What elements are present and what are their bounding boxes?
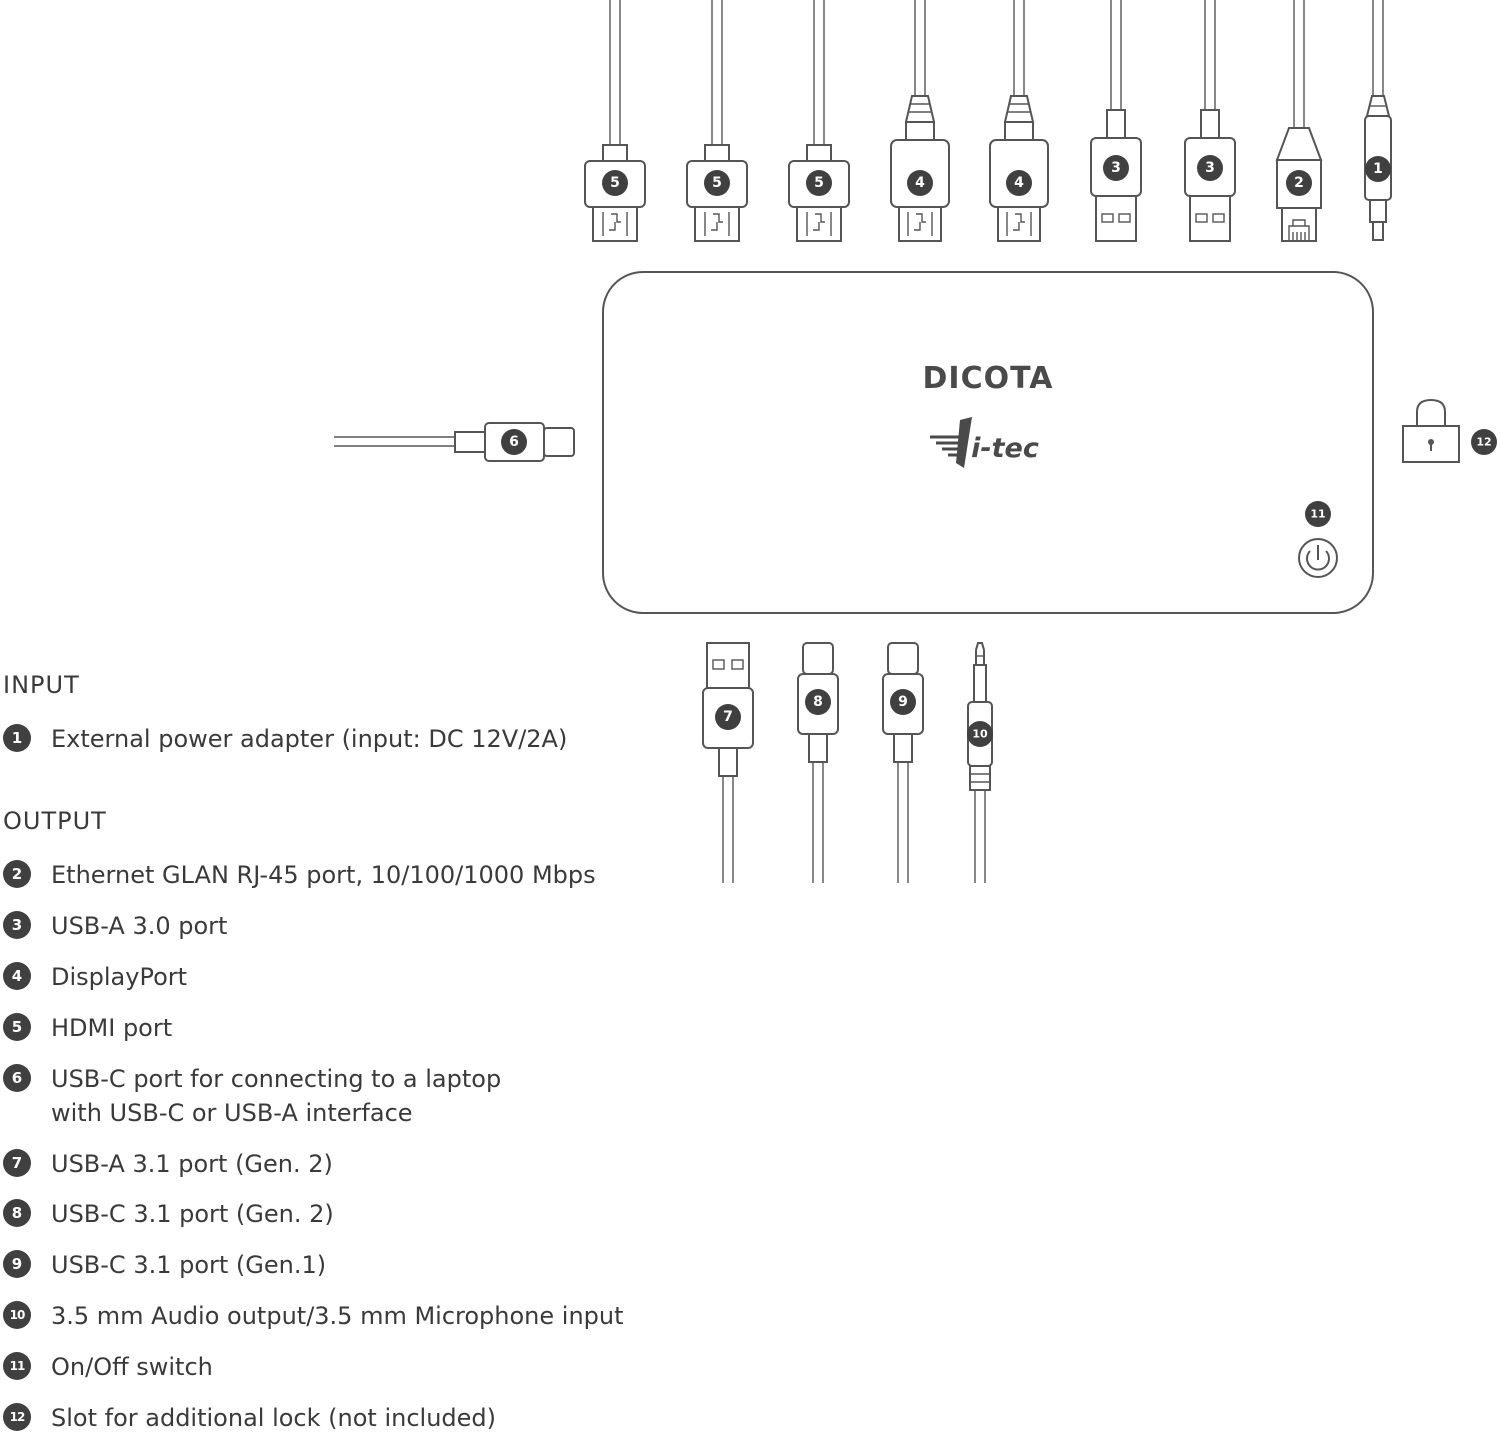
legend-text: USB-A 3.1 port (Gen. 2) bbox=[51, 1150, 333, 1178]
displayport-connector bbox=[989, 0, 1049, 242]
svg-text:7: 7 bbox=[723, 709, 733, 725]
dock-body bbox=[602, 271, 1374, 614]
legend-text: DisplayPort bbox=[51, 963, 188, 991]
badge-1: 1 bbox=[1365, 156, 1391, 182]
svg-text:4: 4 bbox=[1014, 175, 1024, 191]
legend-item: 3 USB-A 3.0 port bbox=[3, 909, 227, 943]
badge-3: 3 bbox=[1103, 155, 1129, 181]
legend-number: 12 bbox=[3, 1403, 31, 1431]
legend-item: 12 Slot for additional lock (not include… bbox=[3, 1401, 496, 1435]
legend-item: 4 DisplayPort bbox=[3, 960, 187, 994]
legend-number: 10 bbox=[3, 1301, 31, 1329]
usb-a-connector bbox=[1090, 0, 1142, 242]
badge-6: 6 bbox=[501, 429, 527, 455]
audio-jack-connector bbox=[967, 642, 993, 883]
svg-text:12: 12 bbox=[1476, 436, 1491, 449]
badge-3: 3 bbox=[1197, 155, 1223, 181]
badge-5: 5 bbox=[704, 170, 730, 196]
badge-2: 2 bbox=[1286, 170, 1312, 196]
svg-text:10: 10 bbox=[972, 728, 988, 741]
badge-5: 5 bbox=[602, 170, 628, 196]
usb-c-laptop-connector bbox=[334, 422, 575, 462]
output-heading: OUTPUT bbox=[3, 807, 107, 835]
svg-text:5: 5 bbox=[712, 175, 722, 191]
usb-c-connector bbox=[882, 642, 924, 883]
legend-text: On/Off switch bbox=[51, 1353, 213, 1381]
legend-item: 8 USB-C 3.1 port (Gen. 2) bbox=[3, 1197, 334, 1231]
usb-a-connector bbox=[702, 642, 754, 883]
itec-logo: i-tec bbox=[930, 417, 1039, 468]
legend-text: 3.5 mm Audio output/3.5 mm Microphone in… bbox=[51, 1302, 624, 1330]
legend-item: 5 HDMI port bbox=[3, 1011, 172, 1045]
svg-text:5: 5 bbox=[814, 175, 824, 191]
lock-icon bbox=[1402, 398, 1460, 463]
legend-number: 5 bbox=[3, 1013, 31, 1041]
legend-item: 2 Ethernet GLAN RJ-45 port, 10/100/1000 … bbox=[3, 858, 596, 892]
legend-text: HDMI port bbox=[51, 1014, 173, 1042]
hdmi-connector bbox=[686, 0, 748, 242]
usb-c-connector bbox=[797, 642, 839, 883]
legend-text: USB-C port for connecting to a laptop wi… bbox=[51, 1065, 502, 1127]
svg-text:4: 4 bbox=[915, 175, 925, 191]
legend-item: 11 On/Off switch bbox=[3, 1350, 213, 1384]
legend-number: 2 bbox=[3, 860, 31, 888]
badge-7: 7 bbox=[715, 704, 741, 730]
badge-12: 12 bbox=[1471, 429, 1497, 455]
usb-a-connector bbox=[1184, 0, 1236, 242]
legend-item: 10 3.5 mm Audio output/3.5 mm Microphone… bbox=[3, 1299, 624, 1333]
displayport-connector bbox=[890, 0, 950, 242]
legend-number: 6 bbox=[3, 1064, 31, 1092]
badge-4: 4 bbox=[907, 170, 933, 196]
badge-9: 9 bbox=[890, 689, 916, 715]
legend-text: USB-C 3.1 port (Gen.1) bbox=[51, 1251, 327, 1279]
legend-number: 8 bbox=[3, 1199, 31, 1227]
hdmi-connector bbox=[584, 0, 646, 242]
legend-item: 1 External power adapter (input: DC 12V/… bbox=[3, 722, 567, 756]
input-heading: INPUT bbox=[3, 671, 80, 699]
legend-text: Slot for additional lock (not included) bbox=[51, 1404, 496, 1432]
dc-power-connector bbox=[1364, 0, 1392, 241]
svg-text:2: 2 bbox=[1294, 175, 1304, 191]
legend-number: 9 bbox=[3, 1250, 31, 1278]
legend-number: 4 bbox=[3, 962, 31, 990]
badge-8: 8 bbox=[805, 689, 831, 715]
badge-4: 4 bbox=[1006, 170, 1032, 196]
legend-item: 7 USB-A 3.1 port (Gen. 2) bbox=[3, 1147, 333, 1181]
hdmi-connector bbox=[788, 0, 850, 242]
legend-number: 11 bbox=[3, 1352, 31, 1380]
svg-text:6: 6 bbox=[509, 434, 519, 450]
svg-text:5: 5 bbox=[610, 175, 620, 191]
legend-number: 7 bbox=[3, 1149, 31, 1177]
legend-number: 3 bbox=[3, 911, 31, 939]
badge-10: 10 bbox=[967, 721, 993, 747]
dicota-logo: DICOTA bbox=[923, 361, 1054, 396]
svg-text:i-tec: i-tec bbox=[971, 433, 1039, 464]
svg-text:3: 3 bbox=[1205, 160, 1215, 176]
svg-text:8: 8 bbox=[813, 694, 823, 710]
svg-text:1: 1 bbox=[1373, 161, 1383, 177]
legend-item: 6 USB-C port for connecting to a laptop … bbox=[3, 1062, 501, 1130]
legend-item: 9 USB-C 3.1 port (Gen.1) bbox=[3, 1248, 326, 1282]
legend-text: External power adapter (input: DC 12V/2A… bbox=[51, 725, 568, 753]
legend-text: USB-A 3.0 port bbox=[51, 912, 228, 940]
legend-text: USB-C 3.1 port (Gen. 2) bbox=[51, 1200, 334, 1228]
power-icon[interactable] bbox=[1298, 538, 1338, 578]
svg-text:9: 9 bbox=[898, 694, 908, 710]
ethernet-connector bbox=[1275, 0, 1323, 242]
svg-text:11: 11 bbox=[1310, 508, 1325, 521]
svg-text:3: 3 bbox=[1111, 160, 1121, 176]
legend-text: Ethernet GLAN RJ-45 port, 10/100/1000 Mb… bbox=[51, 861, 596, 889]
legend-number: 1 bbox=[3, 724, 31, 752]
badge-11: 11 bbox=[1305, 501, 1331, 527]
badge-5: 5 bbox=[806, 170, 832, 196]
